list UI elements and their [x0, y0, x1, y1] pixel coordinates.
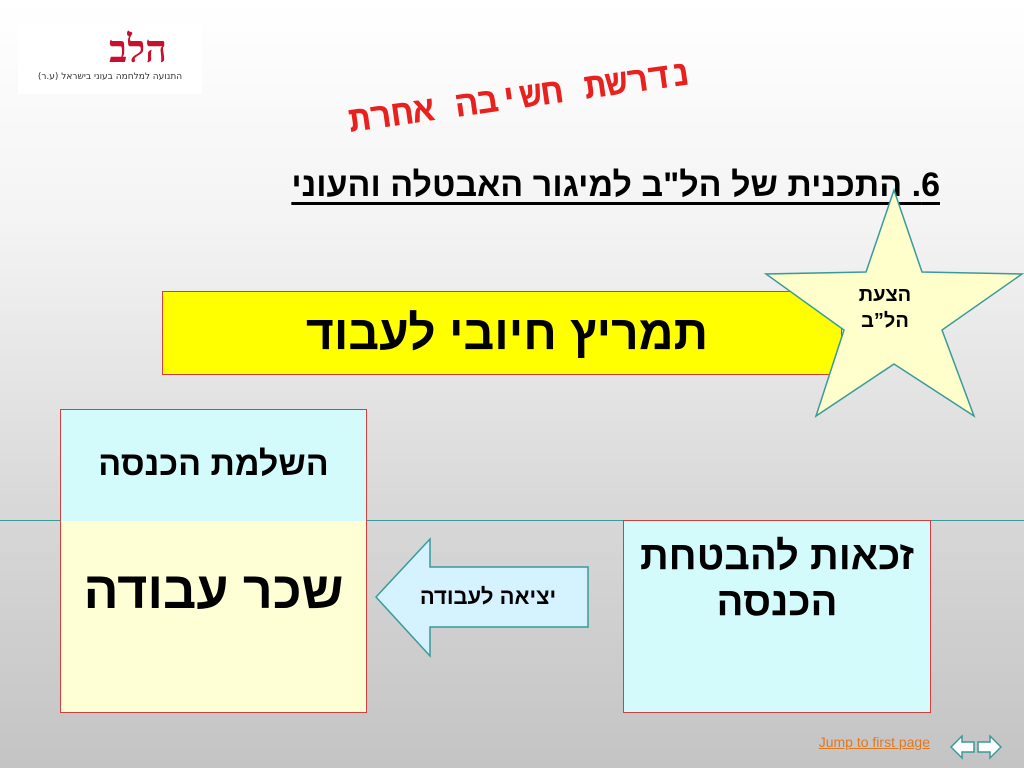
logo-name: הלב — [109, 26, 167, 71]
arrow-label: יציאה לעבודה — [419, 584, 557, 609]
divider-line — [0, 520, 1024, 521]
incentive-banner: תמריץ חיובי לעבוד — [162, 291, 842, 375]
star-badge-label: הצעת הל”ב — [840, 282, 930, 334]
star-badge-line-2: הל”ב — [861, 310, 909, 332]
slide-subtitle-text: 6. התכנית של הל"ב למיגור האבטלה והעוני — [291, 166, 940, 204]
work-wage-box: שכר עבודה — [60, 521, 367, 713]
nav-forward-icon[interactable] — [977, 734, 1002, 760]
slide-navigation — [950, 734, 1002, 760]
slide-subtitle: 6. התכנית של הל"ב למיגור האבטלה והעוני — [100, 162, 940, 208]
jump-to-first-page-link[interactable]: Jump to first page — [818, 734, 930, 750]
logo: הלב התנועה למלחמה בעוני בישראל (ע.ר) — [18, 24, 202, 94]
nav-back-icon[interactable] — [950, 734, 975, 760]
income-security-box: זכאות להבטחת הכנסה — [623, 520, 931, 713]
star-badge-line-1: הצעת — [858, 284, 912, 306]
arrow-left-icon — [374, 537, 589, 658]
star-icon — [763, 188, 1024, 418]
logo-tagline: התנועה למלחמה בעוני בישראל (ע.ר) — [37, 72, 183, 82]
page-title: נדרשת חשיבה אחרת — [345, 52, 694, 141]
income-supplement-box: השלמת הכנסה — [60, 409, 367, 521]
